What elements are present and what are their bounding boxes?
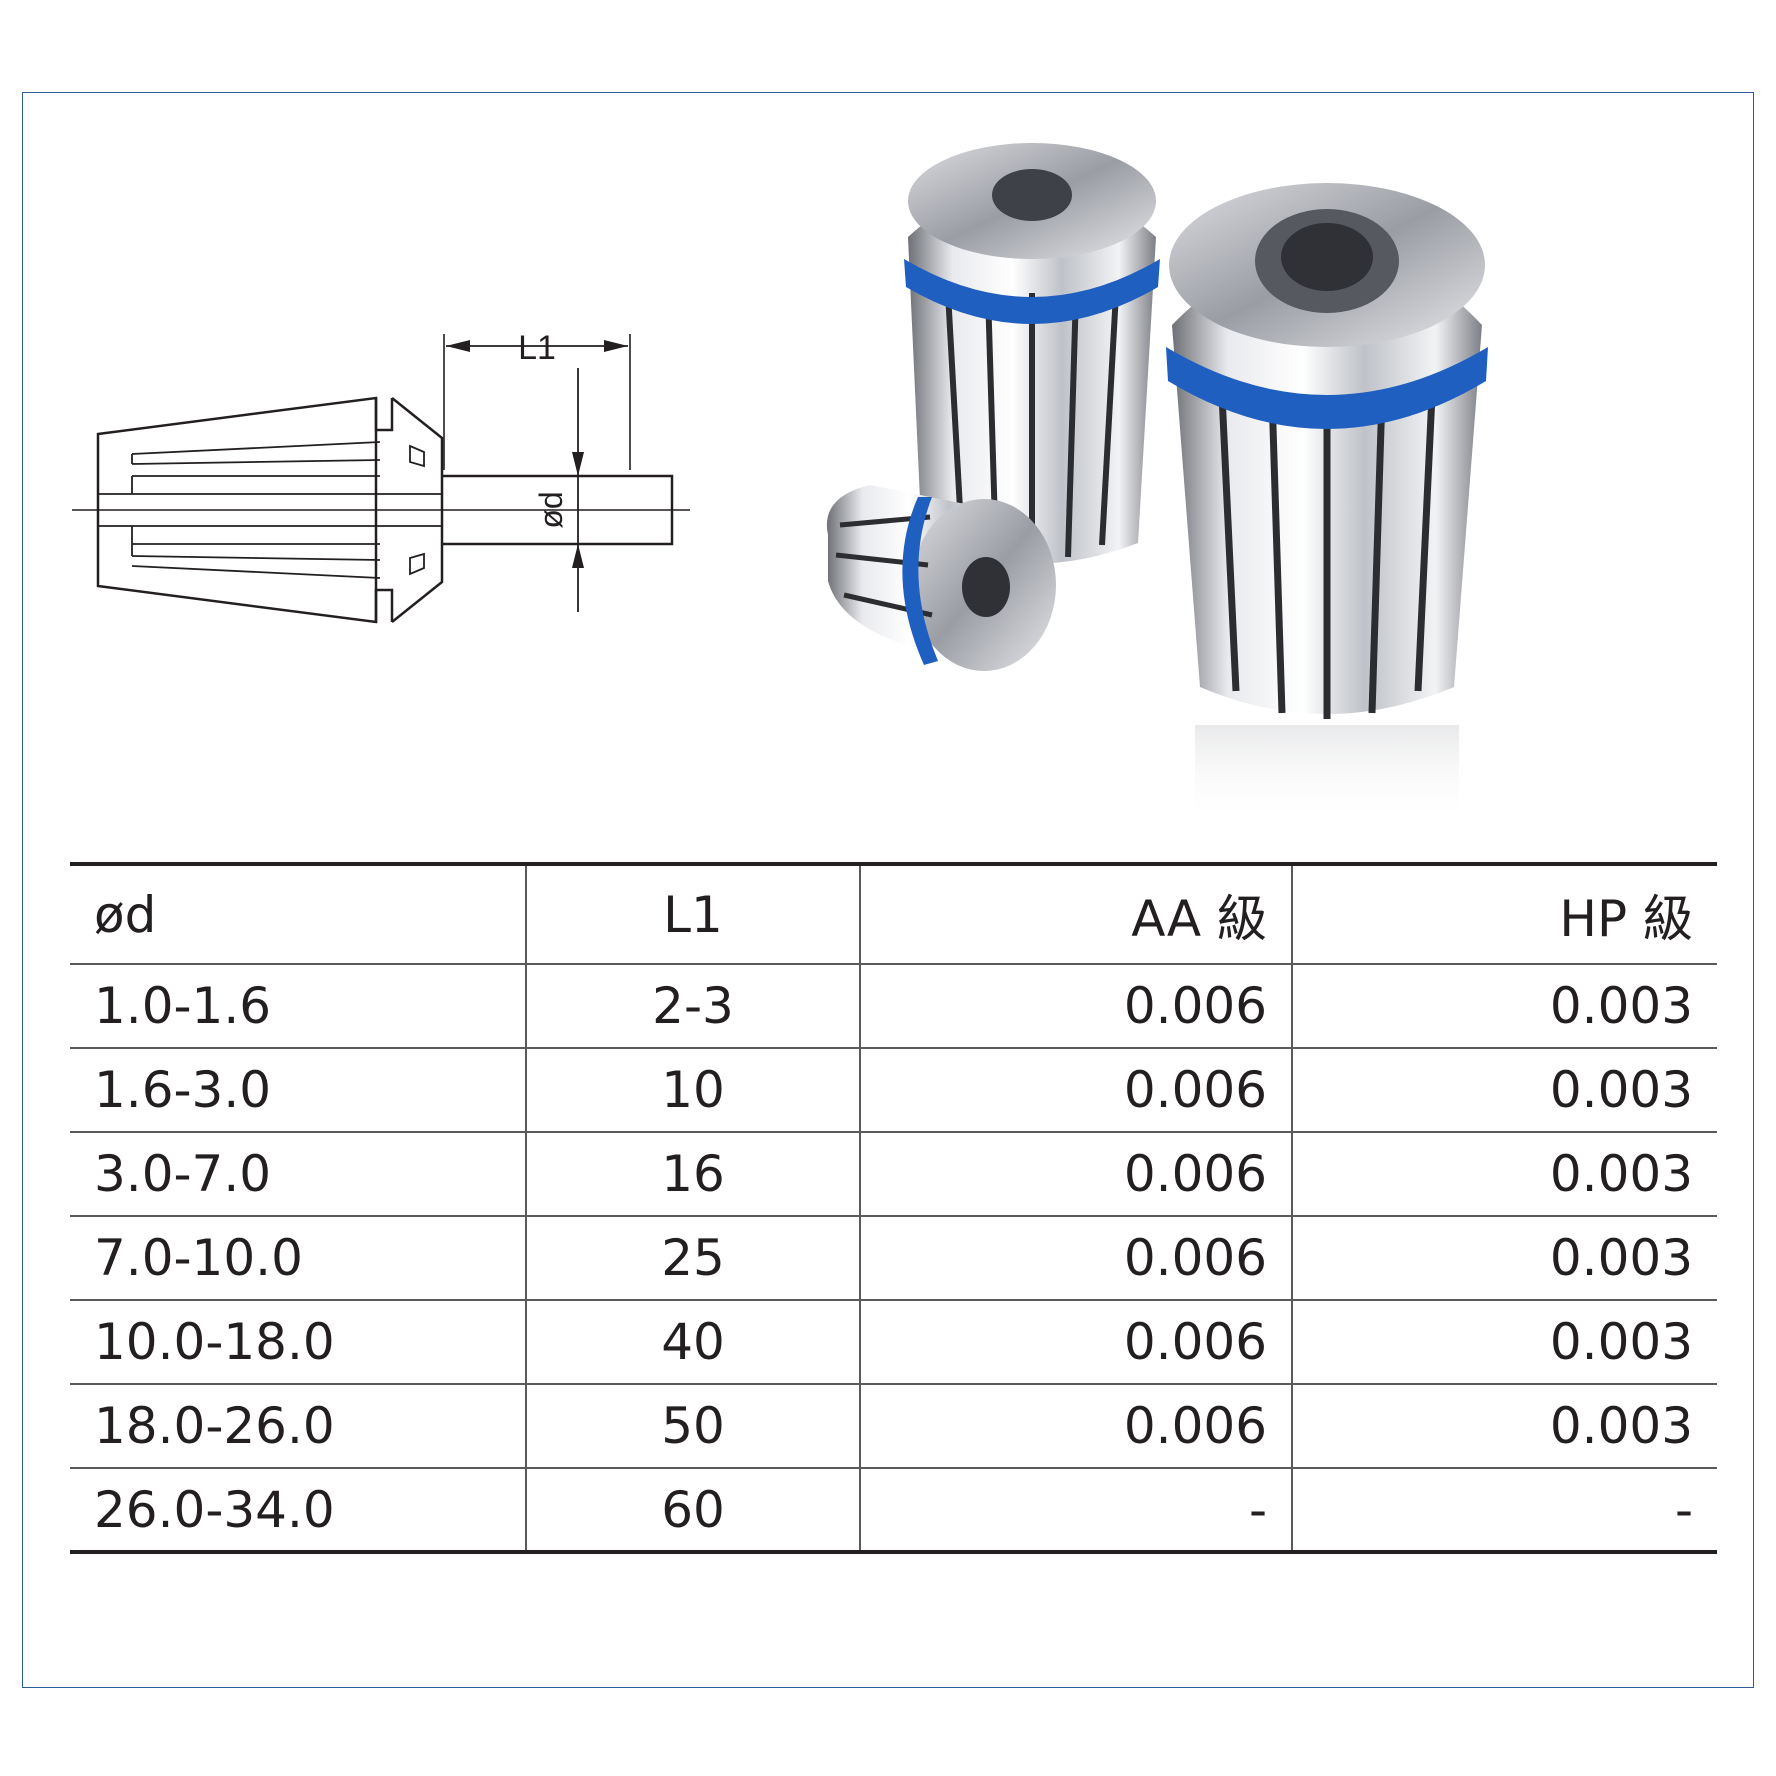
cell-aa: - bbox=[859, 1468, 1292, 1552]
cell-hp: 0.003 bbox=[1291, 1300, 1717, 1384]
cell-aa: 0.006 bbox=[859, 964, 1292, 1048]
cell-aa: 0.006 bbox=[859, 1300, 1292, 1384]
cell-hp: 0.003 bbox=[1291, 1132, 1717, 1216]
header-diameter: ød bbox=[94, 885, 157, 944]
table-row: 7.0-10.0 25 0.006 0.003 bbox=[70, 1216, 1717, 1300]
cell-length: 16 bbox=[525, 1132, 860, 1216]
cell-length: 40 bbox=[525, 1300, 860, 1384]
header-aa-grade: AA 級 bbox=[859, 864, 1292, 964]
cell-length: 10 bbox=[525, 1048, 860, 1132]
dimension-label-l1: L1 bbox=[518, 330, 556, 367]
cell-length: 2-3 bbox=[525, 964, 860, 1048]
cell-length: 50 bbox=[525, 1384, 860, 1468]
cell-diameter: 7.0-10.0 bbox=[94, 1229, 303, 1287]
collet-large bbox=[1166, 183, 1488, 825]
cell-aa: 0.006 bbox=[859, 1384, 1292, 1468]
spec-table: ød L1 AA 級 HP 級 1.0-1.6 2-3 0.006 0.003 … bbox=[70, 862, 1717, 1554]
cell-aa: 0.006 bbox=[859, 1048, 1292, 1132]
collet-photo bbox=[826, 143, 1488, 825]
cell-length: 60 bbox=[525, 1468, 860, 1552]
cell-aa: 0.006 bbox=[859, 1132, 1292, 1216]
table-row: 1.0-1.6 2-3 0.006 0.003 bbox=[70, 964, 1717, 1048]
cell-diameter: 18.0-26.0 bbox=[94, 1397, 335, 1455]
cell-aa: 0.006 bbox=[859, 1216, 1292, 1300]
cell-diameter: 10.0-18.0 bbox=[94, 1313, 335, 1371]
table-header-row: ød L1 AA 級 HP 級 bbox=[70, 864, 1717, 964]
cell-hp: 0.003 bbox=[1291, 1384, 1717, 1468]
header-hp-grade: HP 級 bbox=[1291, 864, 1717, 964]
cell-diameter: 1.6-3.0 bbox=[94, 1061, 272, 1119]
collet-small bbox=[826, 485, 1056, 671]
cell-diameter: 26.0-34.0 bbox=[94, 1480, 335, 1539]
table-row: 3.0-7.0 16 0.006 0.003 bbox=[70, 1132, 1717, 1216]
table-row: 10.0-18.0 40 0.006 0.003 bbox=[70, 1300, 1717, 1384]
cell-hp: 0.003 bbox=[1291, 1216, 1717, 1300]
cell-diameter: 1.0-1.6 bbox=[94, 977, 272, 1035]
table-row: 18.0-26.0 50 0.006 0.003 bbox=[70, 1384, 1717, 1468]
cell-hp: 0.003 bbox=[1291, 1048, 1717, 1132]
collet-dimension-drawing: L1 ød bbox=[72, 330, 690, 624]
cell-length: 25 bbox=[525, 1216, 860, 1300]
cell-hp: - bbox=[1291, 1468, 1717, 1552]
collet-medium bbox=[904, 143, 1160, 564]
header-length: L1 bbox=[525, 864, 860, 964]
table-row: 1.6-3.0 10 0.006 0.003 bbox=[70, 1048, 1717, 1132]
table-row: 26.0-34.0 60 - - bbox=[70, 1468, 1717, 1552]
page-frame bbox=[22, 92, 1754, 1688]
cell-diameter: 3.0-7.0 bbox=[94, 1145, 272, 1203]
cell-hp: 0.003 bbox=[1291, 964, 1717, 1048]
dimension-label-diameter: ød bbox=[533, 491, 569, 528]
